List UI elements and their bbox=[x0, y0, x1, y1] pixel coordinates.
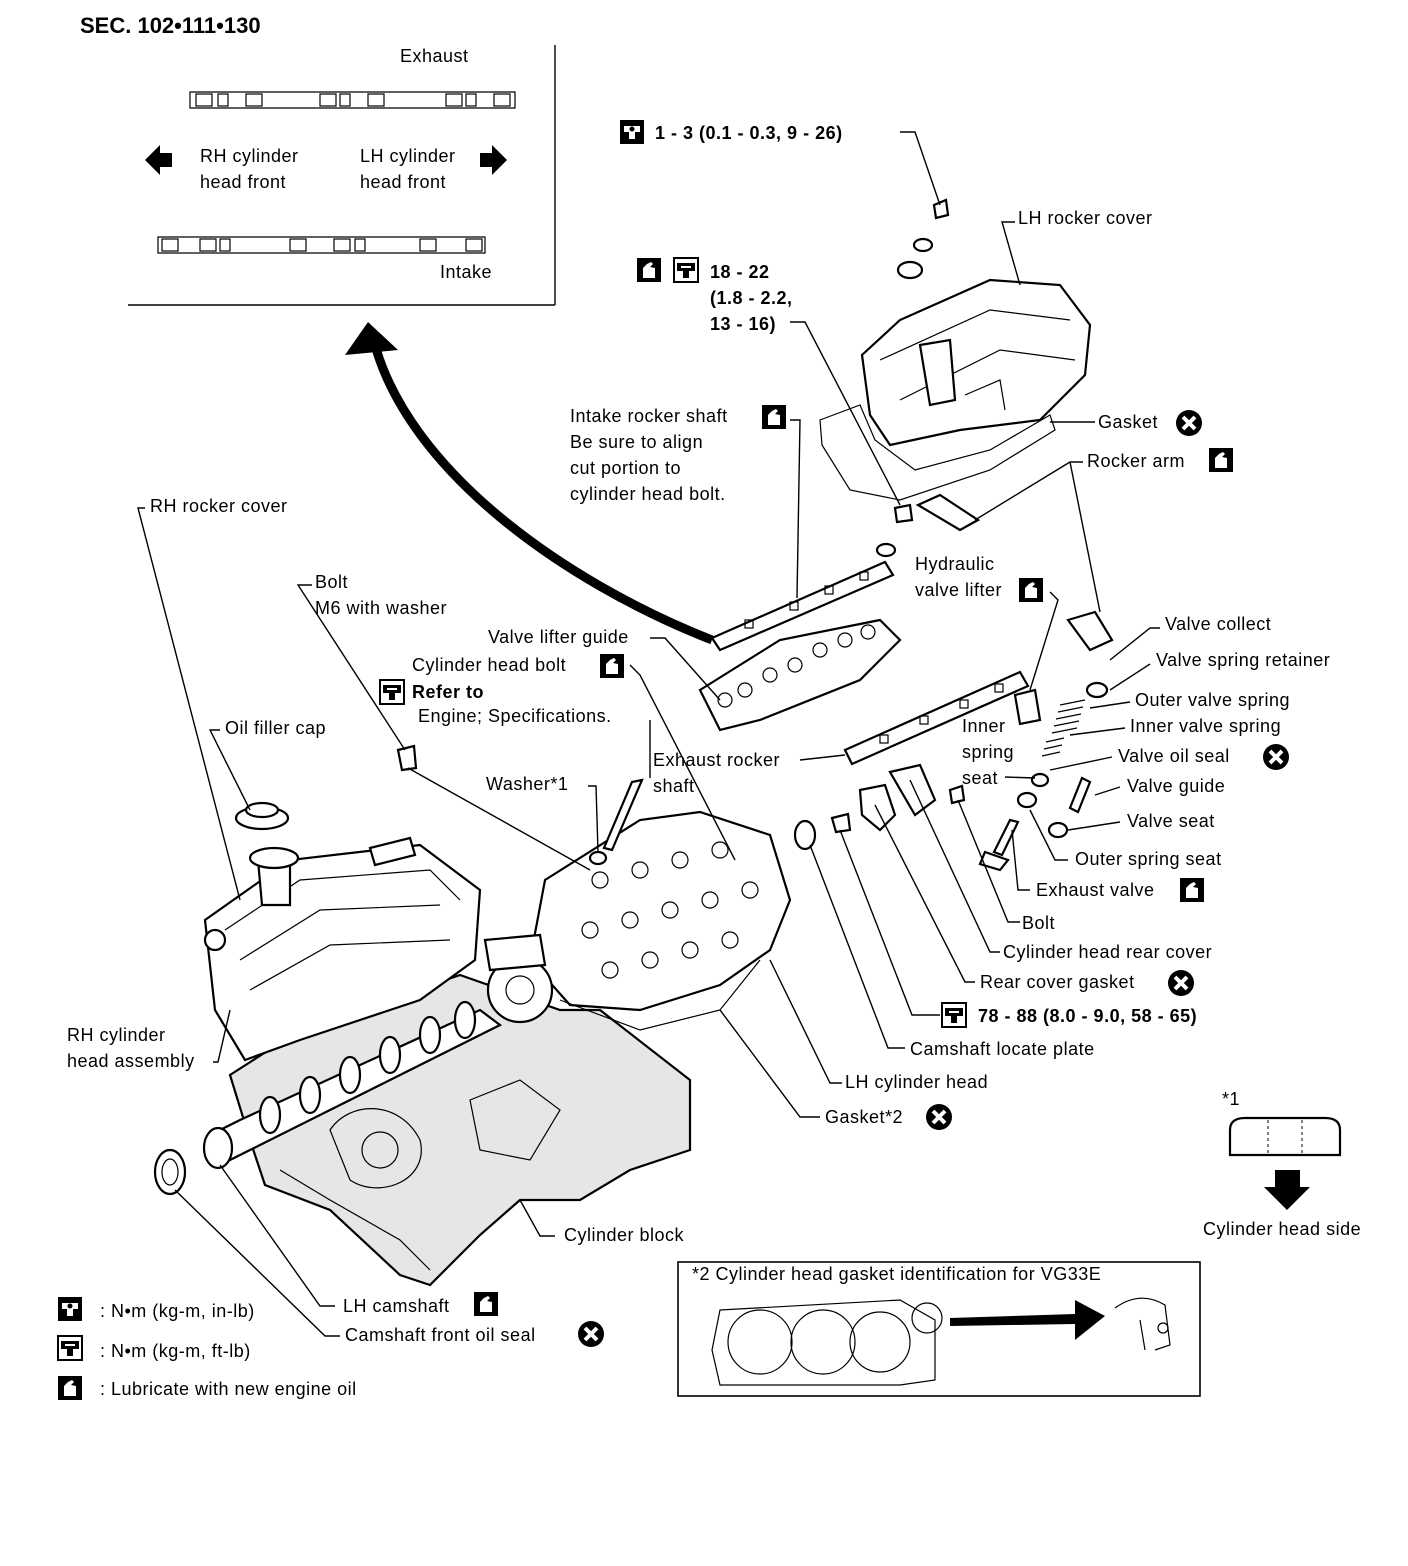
label-rh-rocker-cover: RH rocker cover bbox=[150, 496, 288, 516]
torque-wrench-ftlb-icon bbox=[941, 1002, 967, 1028]
washer-detail-caption: Cylinder head side bbox=[1203, 1219, 1361, 1239]
replace-icon bbox=[924, 1102, 954, 1132]
label-gasket2: Gasket*2 bbox=[825, 1107, 903, 1127]
camshaft-front-oil-seal-part bbox=[153, 1148, 187, 1196]
label-valve-oil-seal: Valve oil seal bbox=[1118, 746, 1230, 766]
label-intake-rocker-shaft: Intake rocker shaft bbox=[570, 406, 728, 426]
label-camshaft-front-oil-seal: Camshaft front oil seal bbox=[345, 1325, 536, 1345]
label-camshaft-locate-plate: Camshaft locate plate bbox=[910, 1039, 1095, 1059]
label-rh-head-assy-1: RH cylinder bbox=[67, 1025, 166, 1045]
oil-can-icon bbox=[474, 1292, 498, 1316]
label-exhaust-valve: Exhaust valve bbox=[1036, 880, 1155, 900]
legend-text-inlb: : N•m (kg-m, in-lb) bbox=[100, 1301, 255, 1321]
label-lh-rocker-cover: LH rocker cover bbox=[1018, 208, 1153, 228]
note-align-3: cylinder head bolt. bbox=[570, 484, 726, 504]
label-washer: Washer*1 bbox=[486, 774, 568, 794]
label-lh-camshaft: LH camshaft bbox=[343, 1296, 450, 1316]
label-valve-collect: Valve collect bbox=[1165, 614, 1271, 634]
label-cyl-head-rear-cover: Cylinder head rear cover bbox=[1003, 942, 1212, 962]
label-hydraulic-lifter-1: Hydraulic bbox=[915, 554, 995, 574]
note-align-2: cut portion to bbox=[570, 458, 681, 478]
torque-spec-head: 78 - 88 (8.0 - 9.0, 58 - 65) bbox=[978, 1006, 1197, 1026]
cylinder-head-bolt-part bbox=[602, 778, 644, 852]
reference-arrow-head bbox=[345, 322, 398, 355]
rh-front-label-1: RH cylinder bbox=[200, 146, 299, 166]
label-valve-guide: Valve guide bbox=[1127, 776, 1225, 796]
oil-can-icon bbox=[637, 258, 661, 282]
oil-can-icon bbox=[600, 654, 624, 678]
label-hydraulic-lifter-2: valve lifter bbox=[915, 580, 1002, 600]
label-lh-cylinder-head: LH cylinder head bbox=[845, 1072, 988, 1092]
label-oil-filler-cap: Oil filler cap bbox=[225, 718, 326, 738]
section-code: SEC. 102•111•130 bbox=[80, 13, 261, 38]
label-inner-valve-spring: Inner valve spring bbox=[1130, 716, 1281, 736]
label-bolt-m6-1: Bolt bbox=[315, 572, 348, 592]
label-valve-spring-retainer: Valve spring retainer bbox=[1156, 650, 1330, 670]
gasket-identification-box: *2 Cylinder head gasket identification f… bbox=[677, 1261, 1201, 1397]
leader-lines bbox=[137, 131, 1160, 1337]
label-exhaust-rocker-shaft-2: shaft bbox=[653, 776, 695, 796]
oil-can-icon bbox=[1209, 448, 1233, 472]
label-valve-seat: Valve seat bbox=[1127, 811, 1215, 831]
lh-front-label-2: head front bbox=[360, 172, 446, 192]
label-refer-to: Refer to bbox=[412, 682, 484, 702]
label-cylinder-block: Cylinder block bbox=[564, 1225, 685, 1245]
oil-can-icon bbox=[58, 1376, 82, 1400]
note-align-1: Be sure to align bbox=[570, 432, 703, 452]
washer-detail: *1 Cylinder head side bbox=[1203, 1089, 1361, 1239]
oil-can-icon bbox=[762, 405, 786, 429]
label-exhaust-rocker-shaft-1: Exhaust rocker bbox=[653, 750, 780, 770]
down-arrow-icon bbox=[1264, 1170, 1310, 1210]
label-engine-specs: Engine; Specifications. bbox=[418, 706, 612, 726]
torque-wrench-ftlb-icon bbox=[673, 257, 699, 283]
legend-text-ftlb: : N•m (kg-m, ft-lb) bbox=[100, 1341, 251, 1361]
lh-rocker-cover-part bbox=[819, 278, 1092, 501]
torque-spec-bolt-1: 18 - 22 bbox=[710, 262, 770, 282]
torque-wrench-inlb-icon bbox=[58, 1297, 82, 1321]
label-inner-spring-seat-1: Inner bbox=[962, 716, 1006, 736]
replace-icon bbox=[1166, 968, 1196, 998]
torque-wrench-ftlb-icon bbox=[57, 1335, 83, 1361]
label-gasket-top: Gasket bbox=[1098, 412, 1158, 432]
label-valve-lifter-guide: Valve lifter guide bbox=[488, 627, 629, 647]
engine-assembly bbox=[202, 810, 792, 1287]
inset-exhaust-label: Exhaust bbox=[400, 46, 469, 66]
label-bolt: Bolt bbox=[1022, 913, 1055, 933]
torque-spec-bolt-3: 13 - 16) bbox=[710, 314, 776, 334]
rh-front-label-2: head front bbox=[200, 172, 286, 192]
label-cylinder-head-bolt: Cylinder head bolt bbox=[412, 655, 566, 675]
inset-intake-label: Intake bbox=[440, 262, 492, 282]
label-inner-spring-seat-3: seat bbox=[962, 768, 998, 788]
replace-icon bbox=[1174, 408, 1204, 438]
torque-spec-bolt-2: (1.8 - 2.2, bbox=[710, 288, 793, 308]
exhaust-rocker-shaft-part bbox=[843, 670, 1030, 766]
washer-detail-ref: *1 bbox=[1222, 1089, 1240, 1109]
bolt-m6-part bbox=[396, 744, 418, 772]
legend-text-lubricate: : Lubricate with new engine oil bbox=[100, 1379, 357, 1399]
lh-front-label-1: LH cylinder bbox=[360, 146, 456, 166]
replace-icon bbox=[576, 1319, 606, 1349]
label-inner-spring-seat-2: spring bbox=[962, 742, 1014, 762]
oil-can-icon bbox=[1019, 578, 1043, 602]
torque-wrench-ftlb-icon bbox=[379, 679, 405, 705]
valve-lifter-guide-part bbox=[698, 618, 902, 732]
legend: : N•m (kg-m, in-lb) : N•m (kg-m, ft-lb) … bbox=[57, 1297, 357, 1400]
label-rh-head-assy-2: head assembly bbox=[67, 1051, 195, 1071]
oil-filler-cap bbox=[234, 801, 290, 831]
torque-spec-small-bolt: 1 - 3 (0.1 - 0.3, 9 - 26) bbox=[655, 123, 843, 143]
reference-arrow bbox=[370, 343, 714, 645]
label-outer-spring-seat: Outer spring seat bbox=[1075, 849, 1222, 869]
oil-can-icon bbox=[1180, 878, 1204, 902]
torque-wrench-inlb-icon bbox=[620, 120, 644, 144]
label-outer-valve-spring: Outer valve spring bbox=[1135, 690, 1290, 710]
tightening-sequence-inset: Exhaust RH cylinder head front LH cylind… bbox=[128, 45, 556, 306]
rear-cover-parts bbox=[793, 763, 966, 851]
label-bolt-m6-2: M6 with washer bbox=[315, 598, 447, 618]
label-rear-cover-gasket: Rear cover gasket bbox=[980, 972, 1135, 992]
gasket-id-title: *2 Cylinder head gasket identification f… bbox=[692, 1264, 1101, 1284]
replace-icon bbox=[1261, 742, 1291, 772]
intake-rocker-shaft-part bbox=[710, 560, 895, 652]
valve-train-parts bbox=[978, 610, 1114, 872]
label-rocker-arm: Rocker arm bbox=[1087, 451, 1185, 471]
